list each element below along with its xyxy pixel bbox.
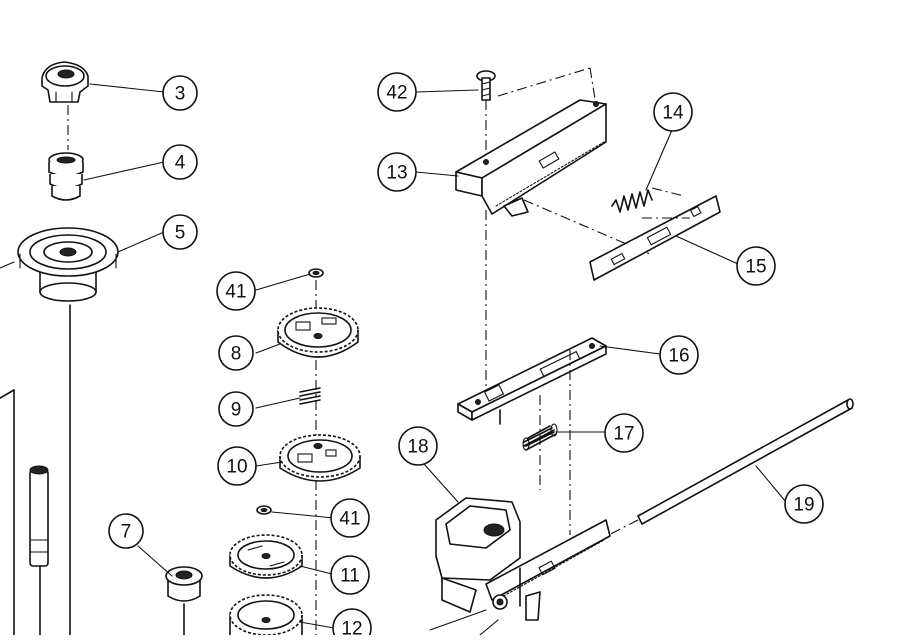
callout-14: 14 bbox=[653, 92, 693, 132]
svg-text:13: 13 bbox=[386, 163, 407, 184]
svg-text:16: 16 bbox=[668, 346, 689, 367]
part-7-bushing bbox=[165, 566, 203, 636]
part-15-slider bbox=[589, 195, 721, 281]
part-8-gear bbox=[277, 307, 359, 358]
callout-11: 11 bbox=[330, 555, 370, 595]
part-17-spring bbox=[522, 423, 558, 451]
svg-text:4: 4 bbox=[175, 153, 186, 174]
part-10-gear bbox=[279, 434, 361, 482]
callout-5: 5 bbox=[162, 214, 198, 250]
bracket-guide-line bbox=[497, 67, 591, 97]
svg-text:3: 3 bbox=[175, 84, 186, 105]
part-12-gear bbox=[229, 594, 303, 636]
part-42-screw bbox=[476, 70, 496, 101]
callout-42: 42 bbox=[377, 72, 417, 112]
svg-text:41: 41 bbox=[339, 509, 360, 530]
svg-text:15: 15 bbox=[745, 257, 766, 278]
part-18-pickup-head bbox=[429, 497, 611, 636]
callout-8: 8 bbox=[218, 335, 254, 371]
callout-41-lower: 41 bbox=[330, 498, 370, 538]
svg-text:9: 9 bbox=[231, 400, 242, 421]
part-11-gear bbox=[229, 534, 303, 579]
svg-text:18: 18 bbox=[407, 437, 428, 458]
callout-10: 10 bbox=[217, 446, 257, 486]
callout-17: 17 bbox=[604, 413, 644, 453]
svg-text:19: 19 bbox=[793, 495, 814, 516]
svg-text:14: 14 bbox=[662, 103, 684, 124]
svg-text:7: 7 bbox=[121, 522, 132, 543]
callout-7: 7 bbox=[108, 513, 144, 549]
part-13-bracket bbox=[455, 99, 607, 217]
callout-3: 3 bbox=[162, 75, 198, 111]
svg-text:42: 42 bbox=[386, 83, 407, 104]
svg-text:11: 11 bbox=[340, 566, 360, 587]
bracket-guide-line-2 bbox=[589, 67, 597, 106]
left-pin bbox=[0, 261, 49, 636]
part-5-reel-table bbox=[17, 227, 119, 302]
part-16-slide-plate bbox=[457, 337, 607, 425]
callout-4: 4 bbox=[162, 144, 198, 180]
bracket-to-slide-line bbox=[523, 199, 653, 256]
part-41-washer-lower bbox=[256, 505, 272, 515]
svg-text:8: 8 bbox=[231, 344, 242, 365]
part-41-washer-upper bbox=[308, 268, 324, 278]
callout-15: 15 bbox=[736, 246, 776, 286]
svg-text:10: 10 bbox=[226, 457, 247, 478]
leader-lines bbox=[83, 83, 787, 629]
callout-13: 13 bbox=[377, 152, 417, 192]
callout-19: 19 bbox=[784, 484, 824, 524]
part-9-spring bbox=[299, 387, 321, 405]
svg-text:17: 17 bbox=[613, 424, 634, 445]
svg-text:41: 41 bbox=[225, 282, 246, 303]
callout-12: 12 bbox=[332, 608, 372, 640]
svg-text:12: 12 bbox=[341, 619, 362, 636]
part-14-spring bbox=[611, 187, 685, 213]
callout-18: 18 bbox=[398, 426, 438, 466]
part-4-sleeve bbox=[48, 152, 84, 201]
callout-16: 16 bbox=[659, 335, 699, 375]
svg-text:5: 5 bbox=[175, 223, 186, 244]
part-3-cap bbox=[41, 61, 89, 103]
callout-9: 9 bbox=[218, 391, 254, 427]
callout-41-upper: 41 bbox=[216, 271, 256, 311]
